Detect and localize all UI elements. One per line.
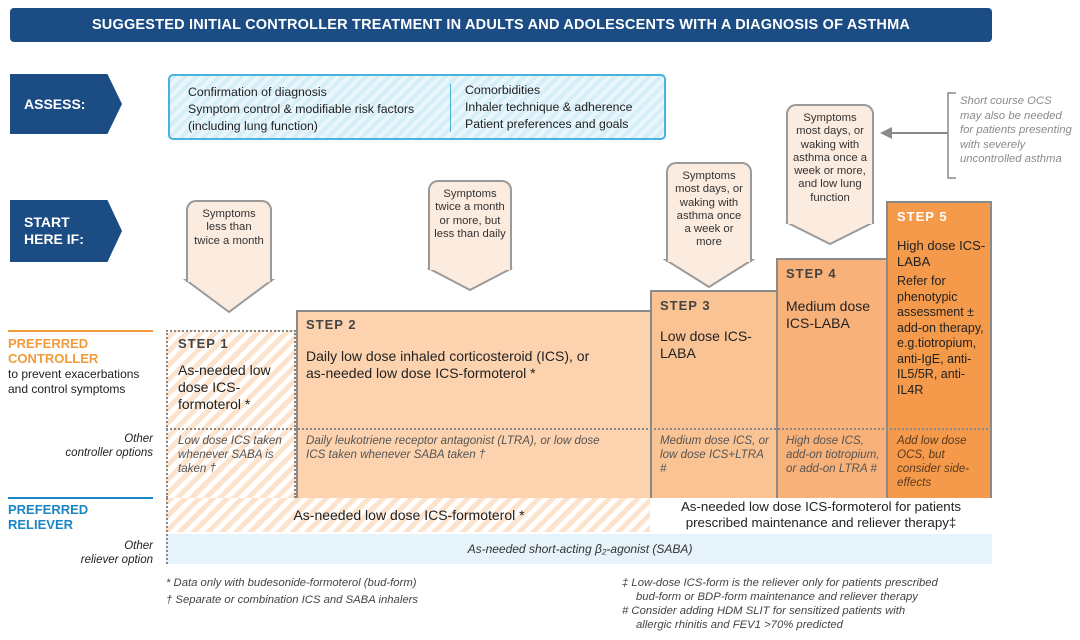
footnote-ddagger-1: ‡ Low-dose ICS-form is the reliever only… bbox=[622, 577, 938, 589]
label-line: RELIEVER bbox=[8, 517, 74, 532]
step1-heading: STEP 1 bbox=[178, 336, 229, 351]
label-line: PREFERRED bbox=[8, 502, 89, 517]
other-controller-divider bbox=[166, 428, 992, 430]
reliever-right-cell: As-needed low dose ICS-formoterol for pa… bbox=[650, 498, 992, 532]
callout-text: Symptoms most days, or waking with asthm… bbox=[792, 112, 868, 204]
step1-other: Low dose ICS taken whenever SABA is take… bbox=[178, 434, 282, 475]
step5-column bbox=[886, 201, 992, 498]
footnote-hash-2: allergic rhinitis and FEV1 >70% predicte… bbox=[636, 619, 843, 631]
step1-column bbox=[166, 330, 296, 498]
ocs-arrow-head bbox=[880, 127, 892, 139]
other-reliever-label: Other reliever option bbox=[8, 539, 153, 567]
label-line: Other bbox=[124, 540, 153, 552]
step3-heading: STEP 3 bbox=[660, 298, 711, 313]
reliever-left-cell: As-needed low dose ICS-formoterol * bbox=[166, 498, 650, 532]
step2-heading: STEP 2 bbox=[306, 317, 357, 332]
callout-step2: Symptoms twice a month or more, but less… bbox=[428, 180, 512, 270]
step5-preferred: High dose ICS-LABA bbox=[897, 238, 986, 269]
callout-tip-4 bbox=[785, 221, 875, 246]
other-controller-label: Other controller options bbox=[8, 432, 153, 460]
step3-preferred: Low dose ICS-LABA bbox=[660, 328, 752, 361]
step4-column bbox=[776, 258, 886, 498]
footnotes-left: * Data only with budesonide-formoterol (… bbox=[166, 576, 586, 607]
footnotes-right: ‡ Low-dose ICS-form is the reliever only… bbox=[622, 576, 1072, 632]
reliever-divider-line bbox=[8, 497, 153, 499]
page-title: SUGGESTED INITIAL CONTROLLER TREATMENT I… bbox=[10, 8, 992, 42]
assess-item: (including lung function) bbox=[188, 119, 318, 133]
assess-item: Confirmation of diagnosis bbox=[188, 85, 327, 99]
label-line: PREFERRED bbox=[8, 336, 89, 351]
callout-text: Symptoms most days, or waking with asthm… bbox=[675, 170, 743, 249]
ocs-note: Short course OCS may also be needed for … bbox=[960, 95, 1072, 165]
footnote-dagger: † Separate or combination ICS and SABA i… bbox=[166, 594, 419, 606]
callout-step1: Symptoms less than twice a month bbox=[186, 200, 272, 282]
callout-text: Symptoms twice a month or more, but less… bbox=[434, 188, 506, 240]
assess-divider bbox=[450, 84, 451, 132]
assess-label: ASSESS: bbox=[24, 95, 86, 112]
callout-tip-3 bbox=[662, 259, 756, 289]
ocs-bracket bbox=[947, 92, 956, 179]
assess-right-list: Comorbidities Inhaler technique & adhere… bbox=[465, 82, 655, 133]
label-line: CONTROLLER bbox=[8, 351, 99, 366]
preferred-reliever-label: PREFERRED RELIEVER bbox=[8, 502, 88, 532]
step5-preferred-extra: Refer for phenotypic assessment ± add-on… bbox=[897, 274, 984, 397]
assess-item: Patient preferences and goals bbox=[465, 117, 629, 131]
footnote-ddagger-2: bud-form or BDP-form maintenance and rel… bbox=[636, 591, 918, 603]
step5-heading: STEP 5 bbox=[897, 209, 948, 224]
step2-other: Daily leukotriene receptor antagonist (L… bbox=[306, 434, 600, 461]
label-line: reliever option bbox=[80, 554, 153, 566]
controller-divider-line bbox=[8, 330, 153, 332]
other-reliever-text: As-needed short-acting β₂-agonist (SABA) bbox=[467, 542, 693, 556]
step3-other: Medium dose ICS, or low dose ICS+LTRA # bbox=[660, 434, 769, 475]
other-reliever-cell: As-needed short-acting β₂-agonist (SABA) bbox=[166, 534, 992, 564]
callout-tip-1 bbox=[182, 279, 276, 314]
reliever-right-text: As-needed low dose ICS-formoterol for pa… bbox=[680, 499, 962, 530]
start-label-line2: HERE IF: bbox=[24, 231, 84, 247]
start-label-line1: START bbox=[24, 214, 70, 230]
step3-column bbox=[650, 290, 776, 498]
footnote-star: * Data only with budesonide-formoterol (… bbox=[166, 577, 417, 589]
step1-preferred: As-needed low dose ICS-formoterol * bbox=[178, 362, 271, 412]
step5-other: Add low dose OCS, but consider side-effe… bbox=[897, 434, 970, 489]
preferred-controller-sublabel: to prevent exacerbations and control sym… bbox=[8, 367, 140, 396]
callout-step4: Symptoms most days, or waking with asthm… bbox=[786, 104, 874, 224]
start-here-chevron-label: START HERE IF: bbox=[10, 200, 122, 262]
label-line: controller options bbox=[65, 447, 153, 459]
step4-preferred: Medium dose ICS-LABA bbox=[786, 298, 871, 331]
step2-preferred: Daily low dose inhaled corticosteroid (I… bbox=[306, 348, 590, 381]
assess-item: Symptom control & modifiable risk factor… bbox=[188, 102, 415, 116]
step4-heading: STEP 4 bbox=[786, 266, 837, 281]
step2-column bbox=[296, 310, 650, 498]
preferred-controller-label: PREFERRED CONTROLLER bbox=[8, 336, 98, 366]
assess-left-list: Confirmation of diagnosis Symptom contro… bbox=[188, 84, 458, 135]
step4-other: High dose ICS, add-on tiotropium, or add… bbox=[786, 434, 880, 475]
callout-step3: Symptoms most days, or waking with asthm… bbox=[666, 162, 752, 262]
callout-tip-2 bbox=[427, 267, 513, 292]
assess-item: Comorbidities bbox=[465, 83, 541, 97]
assess-box: Confirmation of diagnosis Symptom contro… bbox=[168, 74, 666, 140]
assess-chevron-label: ASSESS: bbox=[10, 74, 122, 134]
reliever-left-text: As-needed low dose ICS-formoterol * bbox=[293, 507, 525, 523]
footnote-hash-1: # Consider adding HDM SLIT for sensitize… bbox=[622, 605, 906, 617]
callout-text: Symptoms less than twice a month bbox=[194, 208, 264, 247]
assess-item: Inhaler technique & adherence bbox=[465, 100, 633, 114]
label-line: Other bbox=[124, 433, 153, 445]
